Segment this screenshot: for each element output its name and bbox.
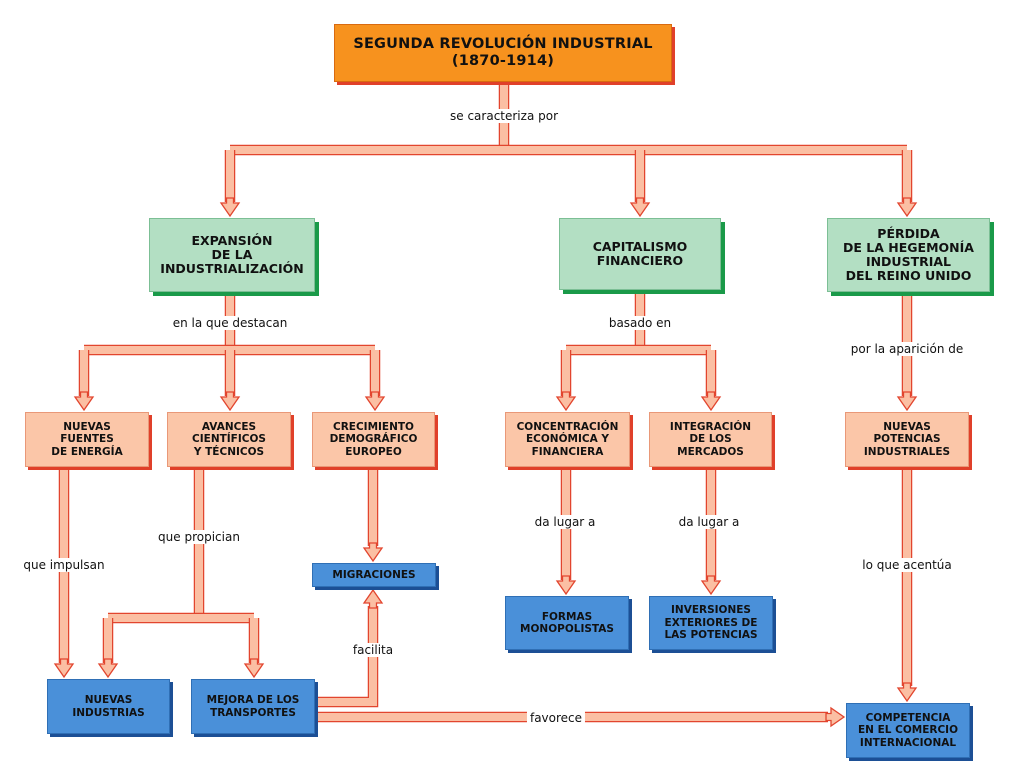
node-capitalismo-financiero: CAPITALISMO FINANCIERO: [559, 218, 721, 290]
arrow-to-inversiones: [700, 575, 722, 596]
node-mejora-transportes: MEJORA DE LOS TRANSPORTES: [191, 679, 315, 734]
link-label-por-la-aparicion: por la aparición de: [847, 342, 967, 356]
link-label-da-lugar-1: da lugar a: [531, 515, 599, 529]
node-competencia-comercio: COMPETENCIA EN EL COMERCIO INTERNACIONAL: [846, 703, 970, 758]
arrow-to-fuentes: [73, 391, 95, 412]
arrow-facilita: [362, 588, 384, 609]
node-avances-cientificos: AVANCES CIENTÍFICOS Y TÉCNICOS: [167, 412, 291, 467]
node-integracion-mercados: INTEGRACIÓN DE LOS MERCADOS: [649, 412, 772, 467]
link-label-se-caracteriza: se caracteriza por: [447, 109, 561, 123]
node-nuevas-potencias: NUEVAS POTENCIAS INDUSTRIALES: [845, 412, 969, 467]
arrow-to-migraciones: [362, 542, 384, 563]
node-crecimiento-demografico: CRECIMIENTO DEMOGRÁFICO EUROPEO: [312, 412, 435, 467]
link-label-lo-que-acentua: lo que acentúa: [859, 558, 955, 572]
arrow-to-competencia: [896, 682, 918, 703]
node-nuevas-industrias: NUEVAS INDUSTRIAS: [47, 679, 170, 734]
arrow-to-crecimiento: [364, 391, 386, 412]
link-label-en-la-que-destacan: en la que destacan: [169, 316, 291, 330]
link-label-facilita: facilita: [349, 643, 397, 657]
node-nuevas-fuentes-energia: NUEVAS FUENTES DE ENERGÍA: [25, 412, 149, 467]
arrow-to-industrias-2: [97, 658, 119, 679]
link-label-que-impulsan: que impulsan: [20, 558, 108, 572]
connector-facilita: [316, 606, 379, 708]
node-migraciones: MIGRACIONES: [312, 563, 436, 587]
arrow-to-transportes: [243, 658, 265, 679]
arrow-to-formas: [555, 575, 577, 596]
arrow-to-industrias-1: [53, 658, 75, 679]
link-label-favorece: favorece: [526, 711, 586, 725]
arrow-to-avances: [219, 391, 241, 412]
arrow-to-integracion: [700, 391, 722, 412]
link-label-basado-en: basado en: [605, 316, 675, 330]
arrow-favorece: [825, 706, 846, 728]
title-line-2: (1870-1914): [451, 53, 555, 69]
node-perdida-hegemonia: PÉRDIDA DE LA HEGEMONÍA INDUSTRIAL DEL R…: [827, 218, 990, 292]
node-expansion-industrializacion: EXPANSIÓN DE LA INDUSTRIALIZACIÓN: [149, 218, 315, 292]
arrow-to-perdida: [896, 197, 918, 218]
link-label-da-lugar-2: da lugar a: [675, 515, 743, 529]
node-formas-monopolistas: FORMAS MONOPOLISTAS: [505, 596, 629, 650]
arrow-to-capitalismo: [629, 197, 651, 218]
node-inversiones-exteriores: INVERSIONES EXTERIORES DE LAS POTENCIAS: [649, 596, 773, 650]
arrow-to-concentracion: [555, 391, 577, 412]
title-line-1: SEGUNDA REVOLUCIÓN INDUSTRIAL: [353, 36, 653, 52]
arrow-to-expansion: [219, 197, 241, 218]
arrow-to-potencias: [896, 391, 918, 412]
node-concentracion-economica: CONCENTRACIÓN ECONÓMICA Y FINANCIERA: [505, 412, 630, 467]
title-box: SEGUNDA REVOLUCIÓN INDUSTRIAL (1870-1914…: [334, 24, 672, 82]
link-label-que-propician: que propician: [155, 530, 243, 544]
